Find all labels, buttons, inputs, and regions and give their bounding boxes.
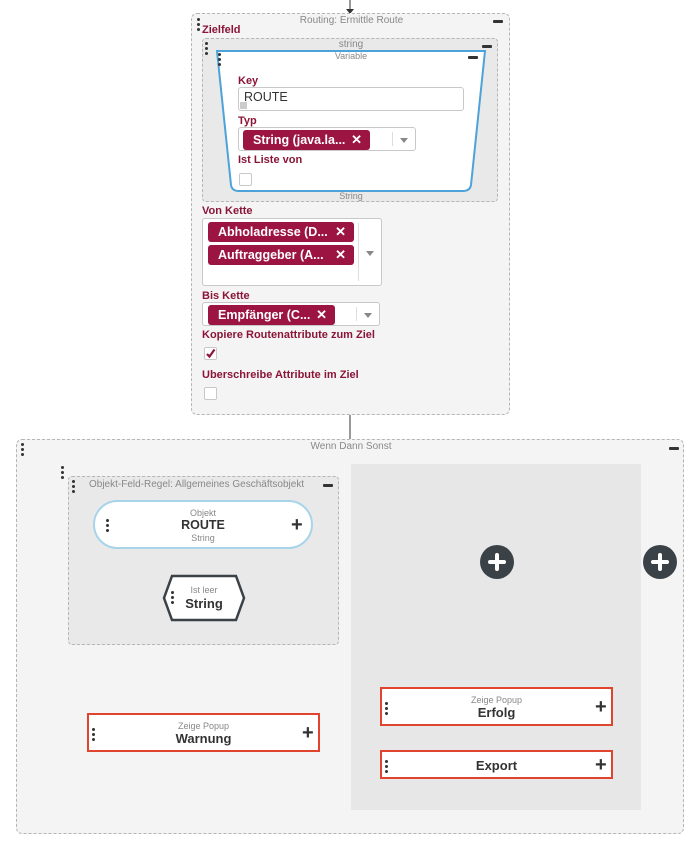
export-node[interactable]: Export + <box>380 750 613 779</box>
bis-kette-chip: Empfänger (C... ✕ <box>208 305 335 325</box>
drag-handle-icon[interactable] <box>385 760 389 775</box>
add-circle-icon[interactable] <box>480 545 514 579</box>
ist-liste-checkbox[interactable] <box>239 173 252 186</box>
ist-leer-condition-shape[interactable] <box>162 574 246 622</box>
bis-kette-select[interactable]: Empfänger (C... ✕ <box>202 302 380 326</box>
collapse-icon[interactable] <box>493 20 503 23</box>
warnung-node-kind: Zeige Popup <box>177 721 230 731</box>
variable-card-outline <box>215 50 487 192</box>
von-kette-chip: Auftraggeber (A... ✕ <box>208 245 354 265</box>
wenn-dann-sonst-title: Wenn Dann Sonst <box>310 441 392 452</box>
collapse-icon[interactable] <box>323 484 333 487</box>
ist-leer-type: String <box>185 596 223 611</box>
plus-icon[interactable]: + <box>595 754 607 776</box>
collapse-icon[interactable] <box>669 447 679 450</box>
chevron-down-icon[interactable] <box>366 251 374 256</box>
zielfeld-label: Zielfeld <box>202 24 241 36</box>
objekt-node-name: ROUTE <box>181 518 225 532</box>
typ-chip: String (java.la... ✕ <box>243 130 370 150</box>
remove-chip-icon[interactable]: ✕ <box>316 307 327 322</box>
drag-handle-icon[interactable] <box>61 466 65 481</box>
bis-kette-label: Bis Kette <box>202 290 250 302</box>
resize-handle-icon[interactable] <box>240 102 247 109</box>
ist-leer-label: Ist leer <box>190 585 218 595</box>
key-input[interactable]: ROUTE <box>238 87 464 111</box>
plus-icon[interactable]: + <box>595 696 607 718</box>
drag-handle-icon[interactable] <box>21 443 25 458</box>
drag-handle-icon[interactable] <box>72 480 76 495</box>
plus-icon[interactable]: + <box>291 514 303 536</box>
warnung-popup-node[interactable]: Zeige Popup Warnung + <box>87 713 320 752</box>
key-input-value: ROUTE <box>244 90 288 104</box>
erfolg-popup-node[interactable]: Zeige Popup Erfolg + <box>380 687 613 726</box>
drag-handle-icon[interactable] <box>92 728 96 743</box>
drag-handle-icon[interactable] <box>171 591 175 606</box>
remove-chip-icon[interactable]: ✕ <box>335 224 346 239</box>
typ-chip-label: String (java.la... <box>253 133 346 147</box>
objekt-node-type: String <box>191 533 215 543</box>
chevron-down-icon[interactable] <box>400 138 408 143</box>
von-kette-chip: Abholadresse (D... ✕ <box>208 222 354 242</box>
collapse-icon[interactable] <box>482 45 492 48</box>
ueberschreibe-label: Uberschreibe Attribute im Ziel <box>202 369 359 381</box>
typ-select[interactable]: String (java.la... ✕ <box>238 127 416 151</box>
von-kette-label: Von Kette <box>202 205 253 217</box>
von-kette-chip-label: Auftraggeber (A... <box>218 248 324 262</box>
kopiere-checkbox[interactable] <box>204 347 217 360</box>
von-kette-chip-label: Abholadresse (D... <box>218 225 328 239</box>
von-kette-select[interactable]: Abholadresse (D... ✕ Auftraggeber (A... … <box>202 218 382 286</box>
key-label: Key <box>238 75 259 87</box>
erfolg-node-label: Erfolg <box>477 705 516 720</box>
drag-handle-icon[interactable] <box>218 53 222 68</box>
variable-card-title: Variable <box>334 51 368 61</box>
typ-label: Typ <box>238 115 257 127</box>
remove-chip-icon[interactable]: ✕ <box>335 247 346 262</box>
kopiere-label: Kopiere Routenattribute zum Ziel <box>202 329 375 341</box>
ist-liste-label: Ist Liste von <box>238 154 303 166</box>
objekt-feld-regel-title: Objekt-Feld-Regel: Allgemeines Geschäfts… <box>89 479 305 490</box>
collapse-icon[interactable] <box>468 56 478 59</box>
plus-icon[interactable]: + <box>302 722 314 744</box>
bis-kette-chip-label: Empfänger (C... <box>218 308 311 322</box>
chevron-down-icon[interactable] <box>364 313 372 318</box>
drag-handle-icon[interactable] <box>385 702 389 717</box>
variable-card-footer: String <box>339 191 363 201</box>
warnung-node-label: Warnung <box>175 731 232 746</box>
drag-handle-icon[interactable] <box>205 42 209 57</box>
routing-panel: Routing: Ermittle Route Zielfeld string … <box>191 13 510 415</box>
objekt-node-kind: Objekt <box>189 508 216 518</box>
checkmark-icon <box>206 348 216 359</box>
string-panel-title: string <box>338 39 364 50</box>
string-panel: string Variable Key ROUTE Typ String (ja… <box>202 38 498 202</box>
export-node-label: Export <box>475 758 518 773</box>
add-circle-icon[interactable] <box>643 545 677 579</box>
routing-panel-title: Routing: Ermittle Route <box>299 15 404 26</box>
erfolg-node-kind: Zeige Popup <box>470 695 523 705</box>
remove-chip-icon[interactable]: ✕ <box>351 132 362 147</box>
drag-handle-icon[interactable] <box>106 519 110 534</box>
drag-handle-icon[interactable] <box>197 18 201 33</box>
ueberschreibe-checkbox[interactable] <box>204 387 217 400</box>
objekt-node[interactable]: Objekt ROUTE String + <box>93 500 313 549</box>
